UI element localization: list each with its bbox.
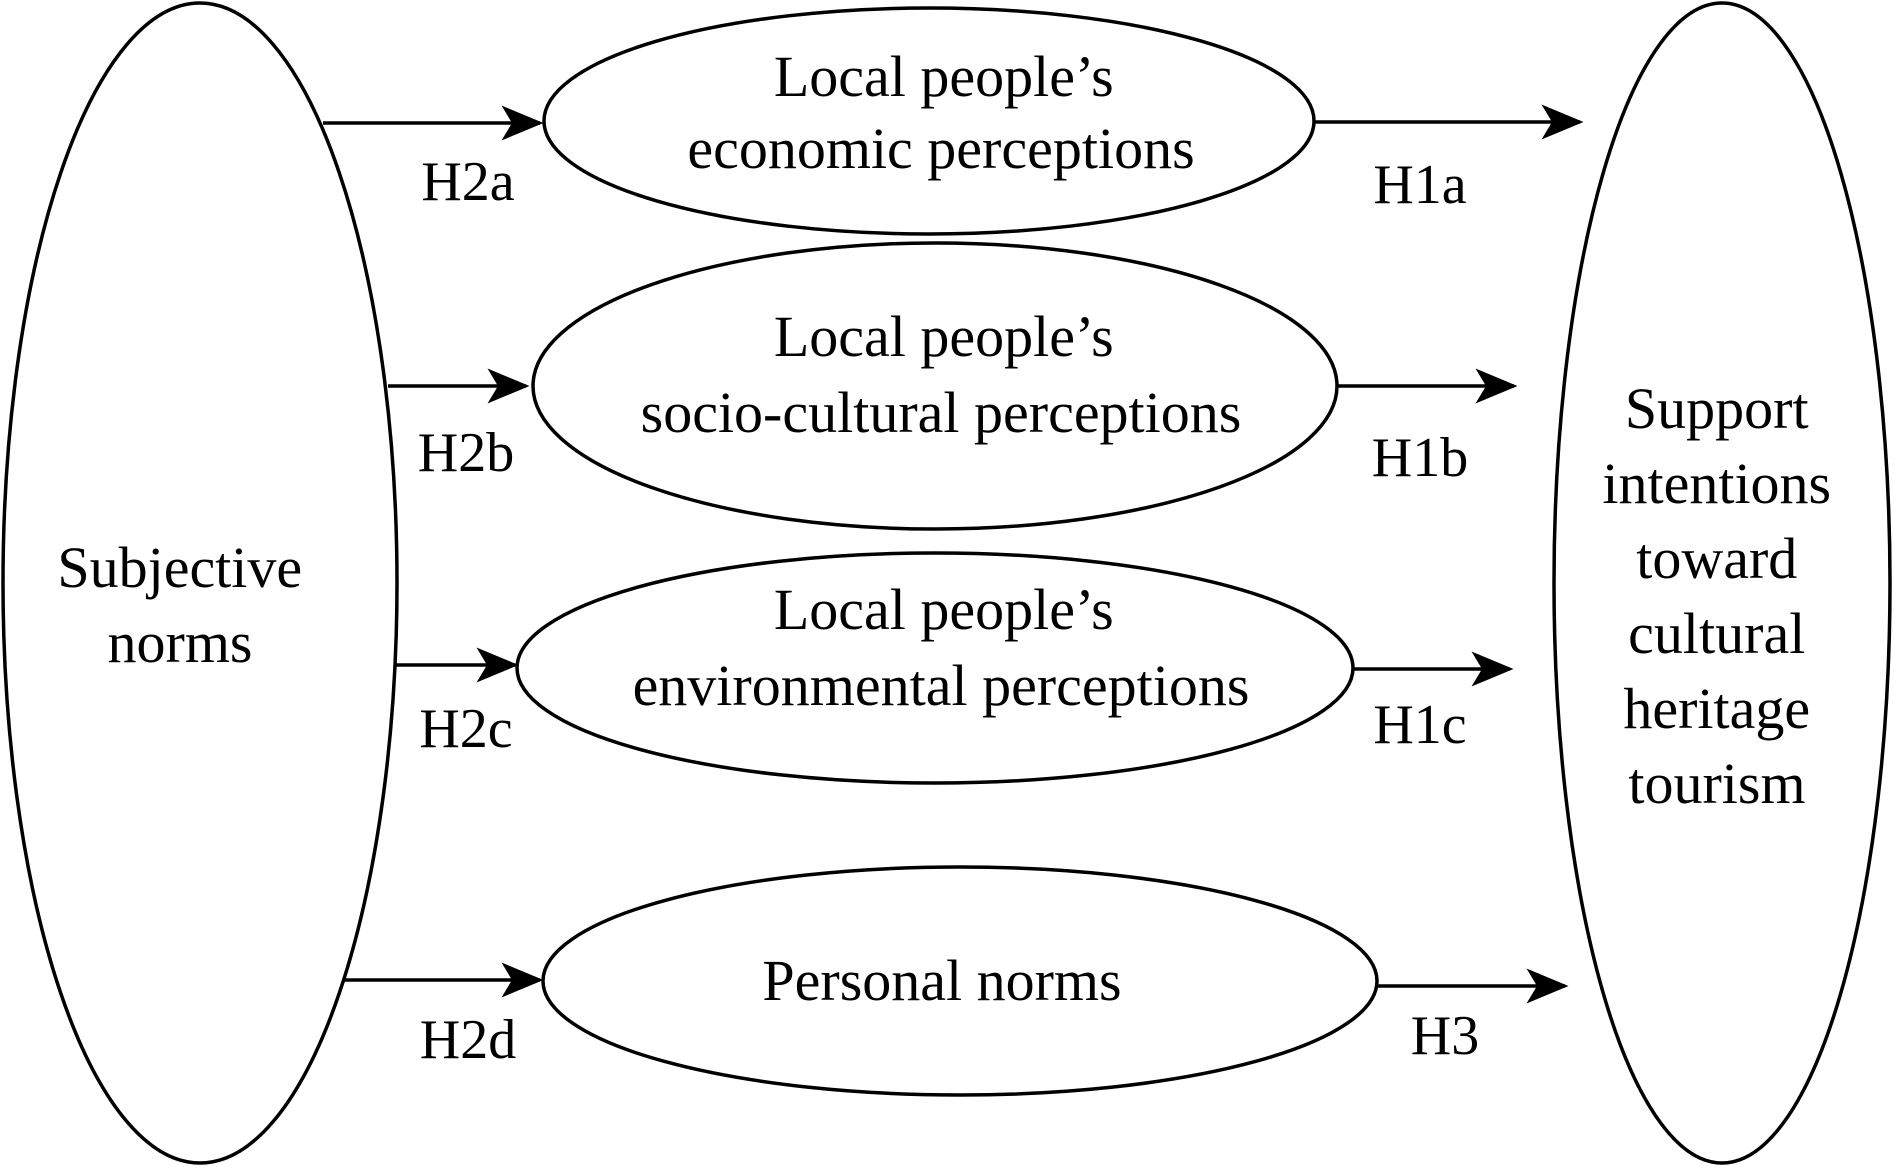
- subjective-norms-ellipse: [1, 1, 399, 1165]
- environmental-perceptions-ellipse: [515, 551, 1355, 785]
- edge-label-h2a: H2a: [421, 151, 514, 213]
- subjective-norms-label: Subjective norms: [57, 535, 316, 675]
- node-environmental-perceptions: Local people’s environmental perceptions: [515, 551, 1355, 785]
- node-socio-cultural-perceptions: Local people’s socio-cultural perception…: [531, 241, 1339, 531]
- edge-labels-group: H2a H2b H2c H2d H1a H1b H1c H3: [418, 151, 1479, 1071]
- edge-label-h1c: H1c: [1373, 694, 1466, 756]
- node-personal-norms: Personal norms: [541, 865, 1379, 1097]
- edge-label-h1a: H1a: [1373, 154, 1466, 216]
- node-subjective-norms: Subjective norms: [1, 1, 399, 1165]
- support-intentions-ellipse: [1552, 1, 1892, 1165]
- environmental-perceptions-label: Local people’s environmental perceptions: [633, 577, 1250, 718]
- edge-label-h2d: H2d: [420, 1009, 516, 1071]
- node-economic-perceptions: Local people’s economic perceptions: [542, 6, 1316, 236]
- edge-label-h3: H3: [1411, 1005, 1479, 1067]
- edge-label-h1b: H1b: [1372, 427, 1468, 489]
- edges-group: [323, 104, 1584, 1004]
- edge-label-h2b: H2b: [418, 422, 514, 484]
- personal-norms-ellipse: [541, 865, 1379, 1097]
- edge-label-h2c: H2c: [419, 698, 512, 760]
- economic-perceptions-label: Local people’s economic perceptions: [687, 44, 1194, 181]
- socio-cultural-perceptions-label: Local people’s socio-cultural perception…: [641, 304, 1242, 445]
- node-support-intentions: Support intentions toward cultural herit…: [1552, 1, 1892, 1165]
- support-intentions-label: Support intentions toward cultural herit…: [1602, 376, 1845, 816]
- economic-perceptions-ellipse: [542, 6, 1316, 236]
- socio-cultural-perceptions-ellipse: [531, 241, 1339, 531]
- personal-norms-label: Personal norms: [762, 948, 1121, 1013]
